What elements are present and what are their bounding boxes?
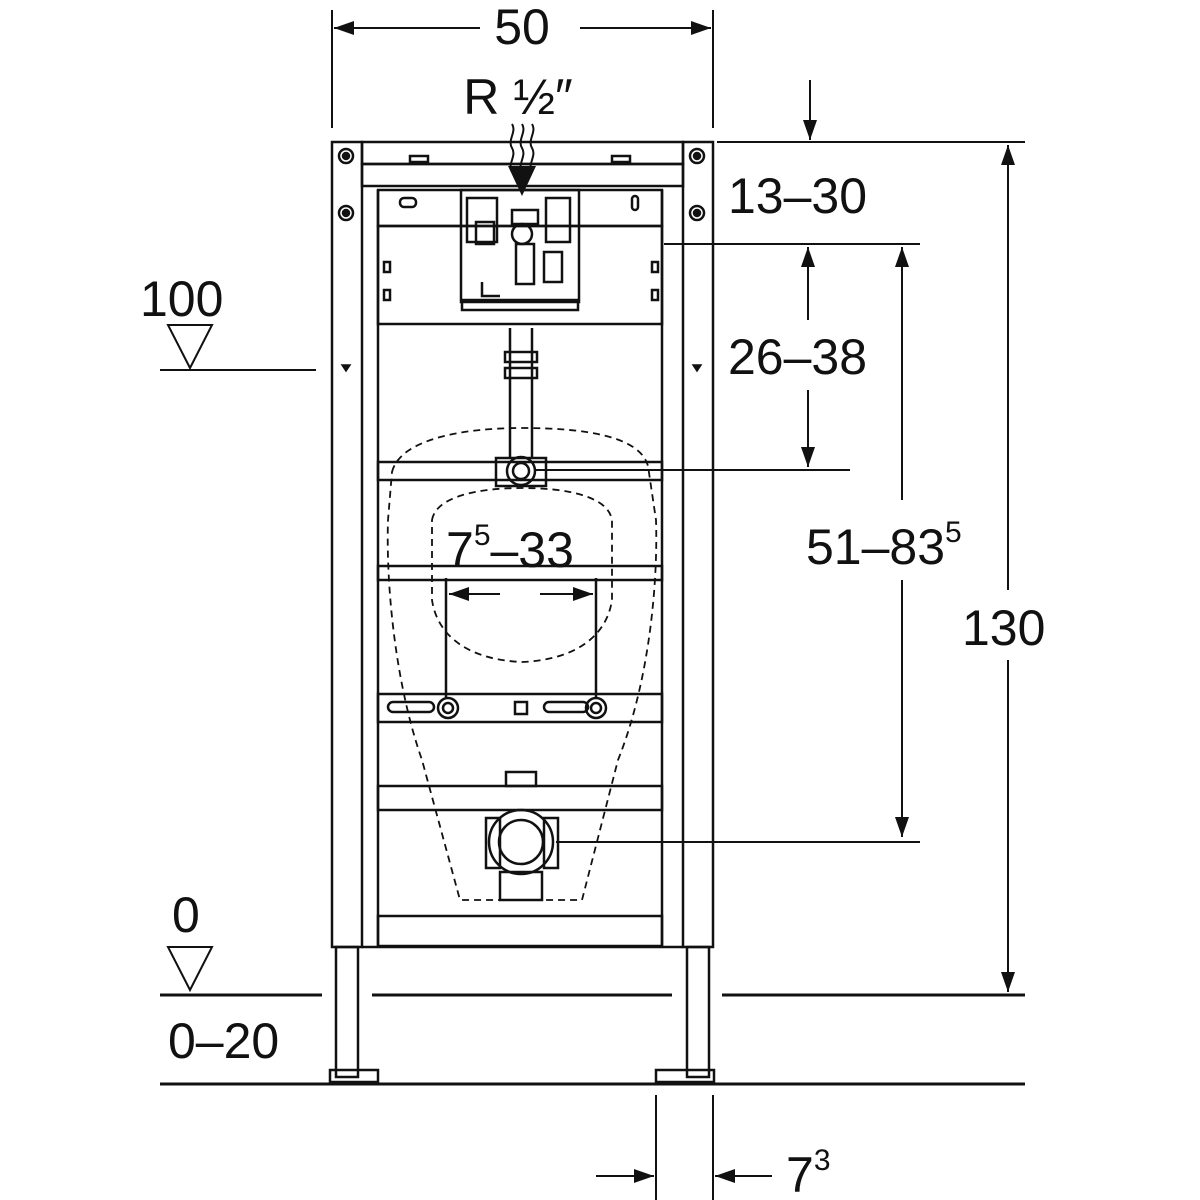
width-label: 50 (494, 0, 550, 55)
connection-label: R ½″ (463, 69, 572, 125)
dimension-lines (160, 10, 1025, 1200)
flush-valve-unit (459, 188, 581, 312)
left-leg (334, 945, 360, 1079)
foot-depth-label: 73 (786, 1144, 831, 1200)
floor-lines (160, 993, 1025, 1086)
top-offset-label: 13–30 (728, 168, 867, 224)
left-post (330, 140, 364, 949)
floor-adjust-label: 0–20 (168, 1013, 279, 1069)
inlet-offset-label: 26–38 (728, 329, 867, 385)
frame-bolts (337, 147, 706, 302)
bracket-spacing-label: 75–33 (446, 519, 574, 578)
reference-level-label: 100 (140, 271, 223, 327)
bracket-bolts (386, 578, 608, 720)
right-post (681, 140, 715, 949)
total-height-label: 130 (962, 600, 1045, 656)
urinal-outline (386, 427, 658, 901)
outlet-range-label: 51–835 (806, 516, 962, 575)
level-marks (340, 364, 703, 373)
drain-outlet (484, 770, 560, 902)
floor-level-label: 0 (172, 887, 200, 943)
right-leg (685, 945, 711, 1079)
connection-pipe (494, 328, 548, 488)
